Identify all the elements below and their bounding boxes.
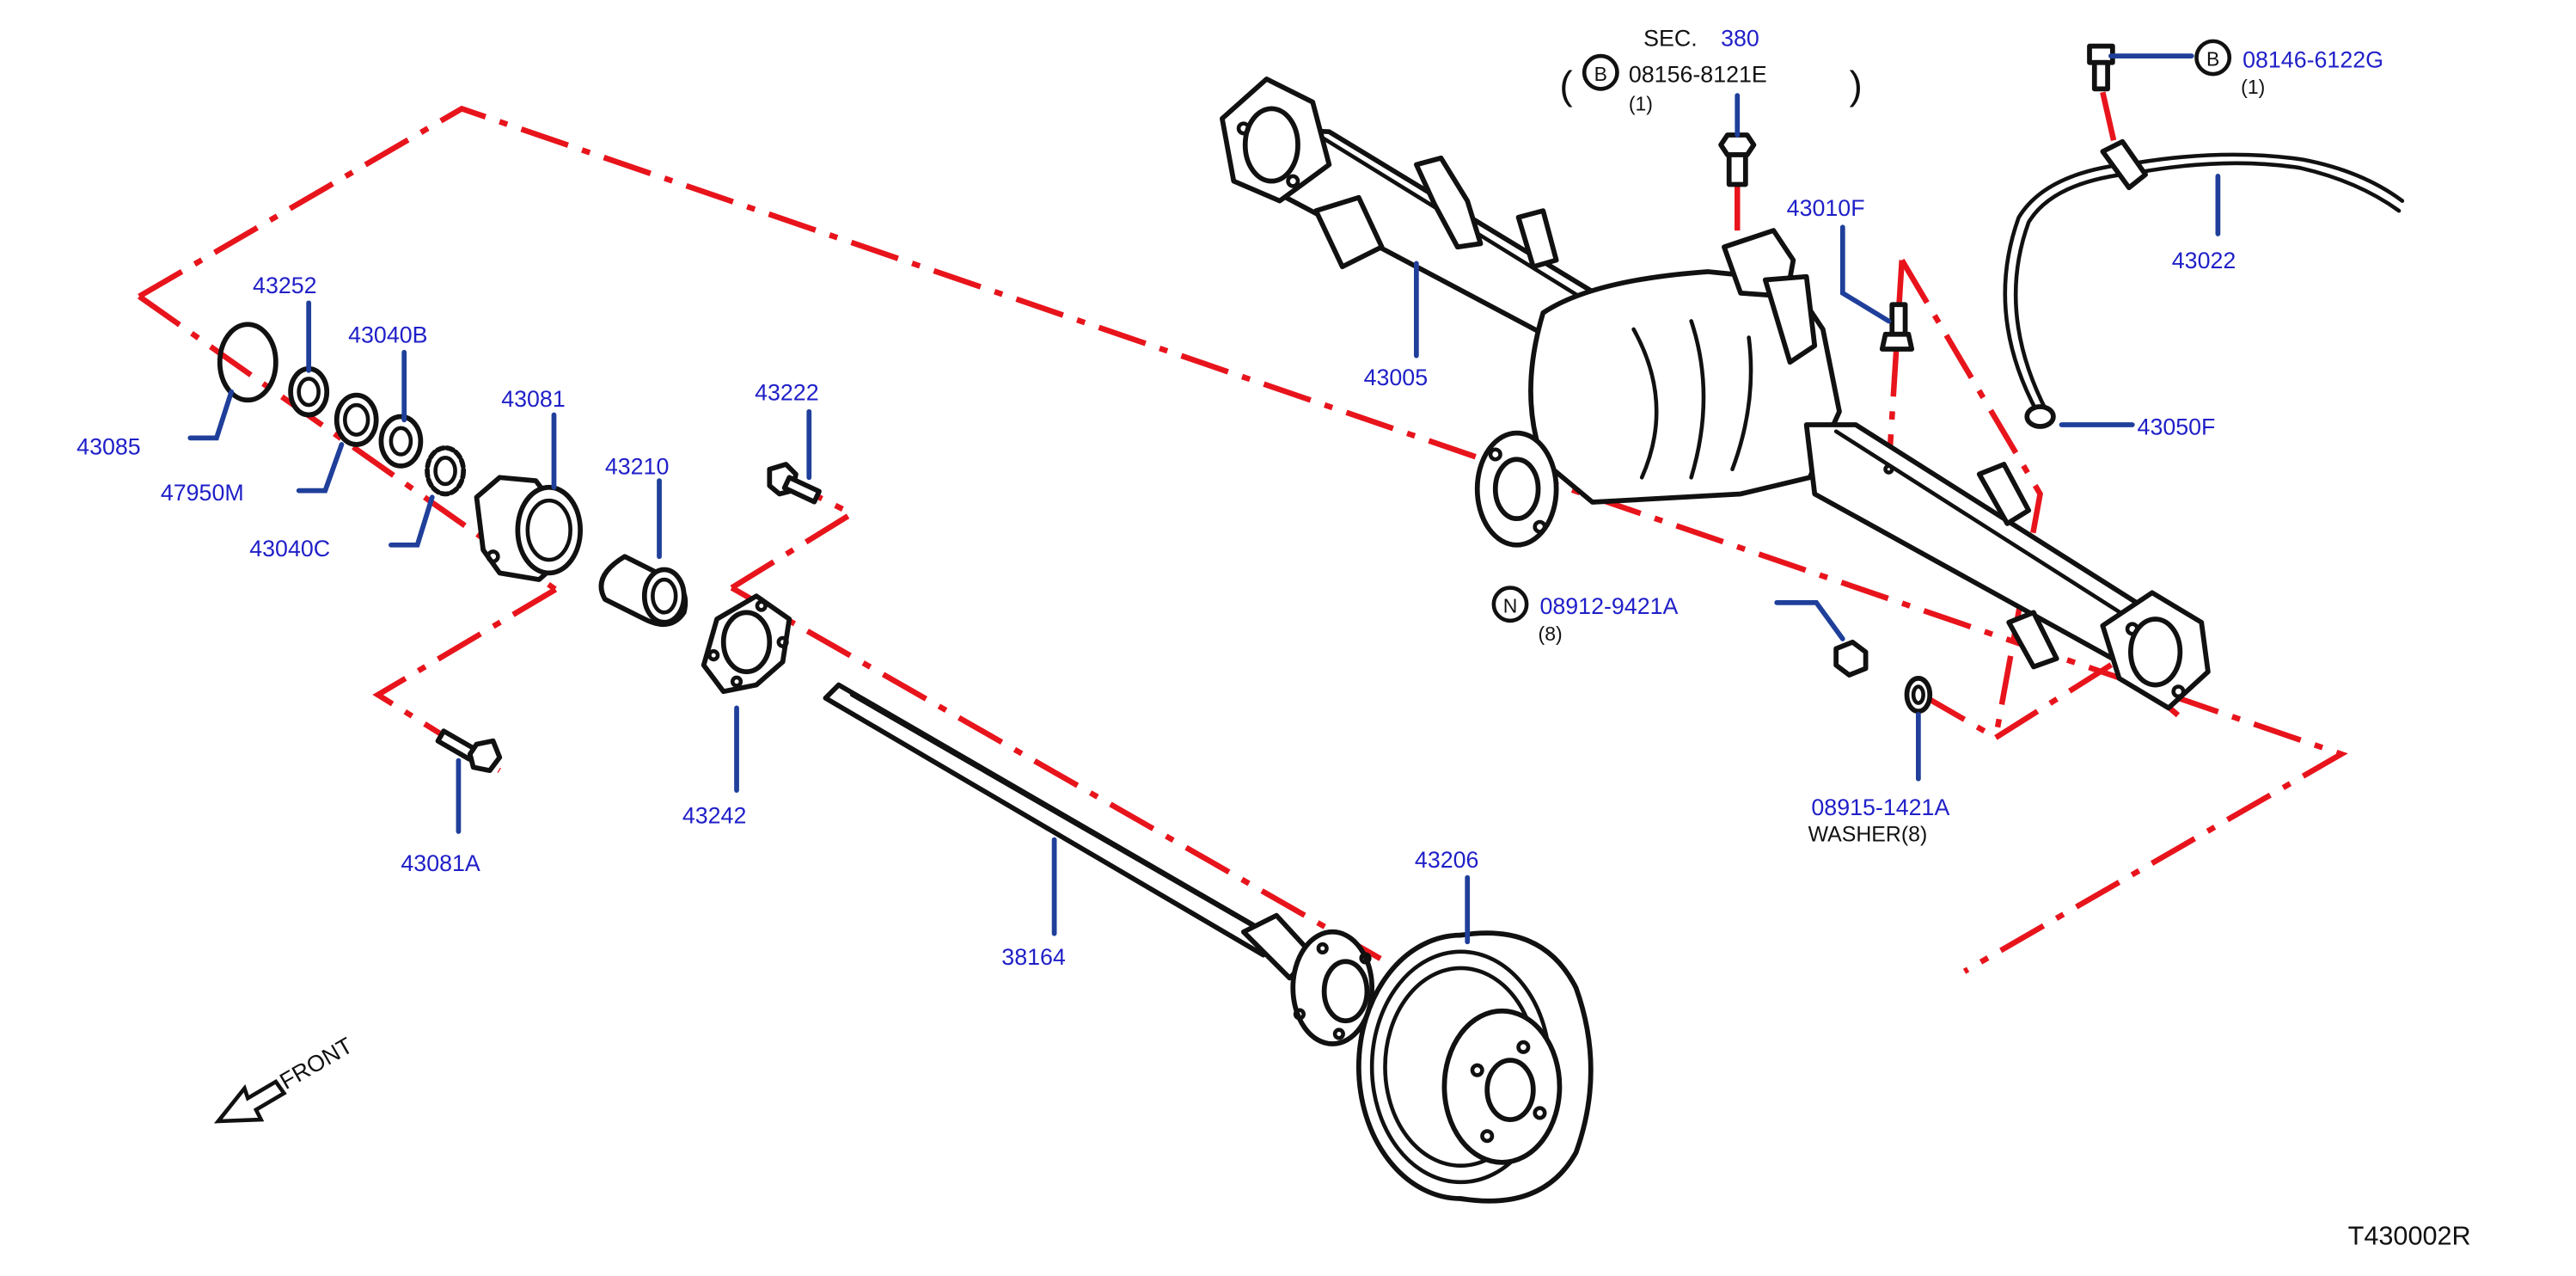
housing-bolt[interactable]	[1718, 132, 1757, 187]
label-38164: 38164	[1001, 944, 1066, 970]
bearing-housing-43081[interactable]	[474, 475, 583, 582]
bolt-43081A[interactable]	[435, 728, 503, 774]
nut-qty: (8)	[1539, 623, 1563, 645]
bolt-qty-b1: (1)	[1629, 92, 1653, 114]
front-direction-indicator: FRONT	[213, 1033, 357, 1124]
nut-symbol-circle	[1491, 586, 1529, 623]
label-43040C: 43040C	[249, 536, 330, 561]
breather-43010F[interactable]	[1879, 302, 1915, 352]
nut-symbol: N	[1503, 594, 1518, 617]
label-43040B: 43040B	[348, 322, 427, 347]
section-reference: SEC. 380 ( ) B 08156-8121E (1)	[1559, 26, 1862, 115]
bolt-callout-b2: B 08146-6122G (1)	[2194, 39, 2383, 98]
brake-drum-43206[interactable]	[1355, 930, 1594, 1204]
section-number: 380	[1721, 26, 1759, 52]
section-prefix: SEC.	[1643, 26, 1698, 52]
axle-housing-43005[interactable]	[1220, 77, 2211, 711]
breather-hose-43022[interactable]	[2003, 43, 2405, 429]
bolt-symbol-circle	[1582, 53, 1619, 91]
ring-43040B[interactable]	[378, 414, 424, 469]
label-43206: 43206	[1415, 847, 1479, 873]
close-paren: )	[1849, 63, 1862, 107]
seal-43252[interactable]	[288, 366, 330, 418]
front-arrow-icon	[213, 1079, 287, 1124]
bearing-43210[interactable]	[598, 554, 688, 627]
label-43210: 43210	[605, 453, 670, 479]
label-43085: 43085	[76, 433, 141, 459]
label-43081: 43081	[501, 386, 566, 412]
label-43081A: 43081A	[401, 850, 480, 876]
bolt-code-b2: 08146-6122G	[2243, 47, 2383, 73]
nut-code: 08912-9421A	[1539, 593, 1678, 619]
washer-callout: 08915-1421A WASHER(8)	[1808, 794, 1950, 847]
label-43222: 43222	[755, 379, 819, 405]
label-43242: 43242	[682, 802, 747, 828]
label-47950M: 47950M	[161, 480, 244, 506]
bolt-symbol-circle-b2	[2194, 39, 2232, 77]
washer[interactable]	[1904, 676, 1933, 715]
bolt-symbol-b2: B	[2206, 48, 2219, 71]
bolt-symbol-b1: B	[1594, 63, 1607, 85]
seal-47950M[interactable]	[333, 392, 379, 447]
washer-note: WASHER(8)	[1808, 822, 1928, 846]
label-43252: 43252	[253, 273, 317, 298]
bolt-qty-b2: (1)	[2241, 76, 2265, 98]
leader-lines	[187, 53, 2221, 945]
nut-callout: N 08912-9421A (8)	[1491, 586, 1679, 645]
axle-shaft-38164[interactable]	[823, 682, 1375, 1046]
open-paren: (	[1559, 63, 1573, 107]
bolt-43222[interactable]	[767, 462, 822, 505]
front-label: FRONT	[275, 1033, 357, 1095]
washer-code: 08915-1421A	[1811, 794, 1949, 820]
gasket-43242[interactable]	[701, 593, 792, 695]
label-43010F: 43010F	[1787, 195, 1865, 221]
bolt-code-b1: 08156-8121E	[1629, 62, 1767, 88]
diagram-id: T430002R	[2348, 1222, 2471, 1251]
label-43050F: 43050F	[2138, 414, 2216, 440]
o-ring-43085[interactable]	[217, 322, 278, 403]
label-43005: 43005	[1364, 365, 1429, 390]
lock-washer-43040C[interactable]	[425, 445, 467, 497]
label-43022: 43022	[2172, 248, 2236, 273]
hub-nut[interactable]	[1833, 639, 1869, 678]
